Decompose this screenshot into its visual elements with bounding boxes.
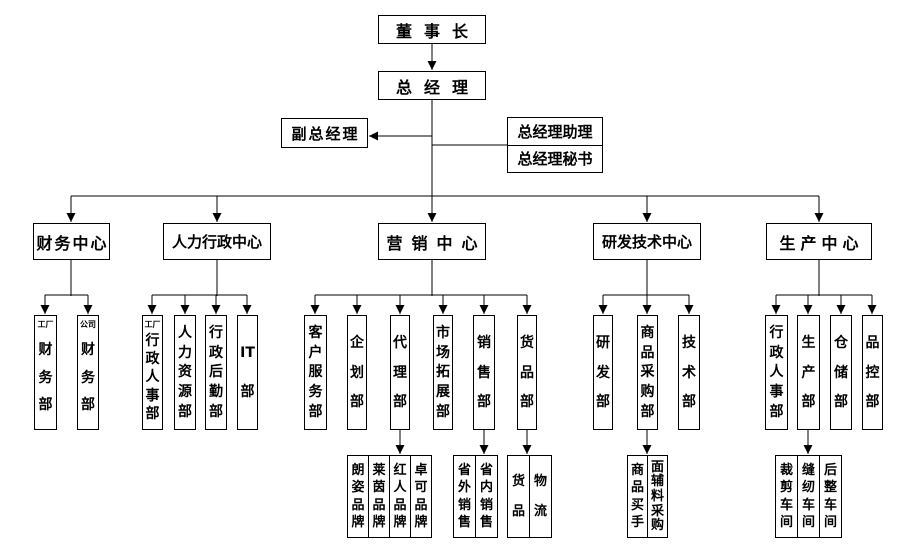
- unit-zhuoke-brand: 卓可品牌: [410, 455, 432, 538]
- dept-label: 行政人事部: [769, 324, 784, 421]
- gm-assistant-label: 总经理助理: [508, 118, 602, 146]
- unit-out-of-province-sales: 省外销售: [453, 455, 476, 538]
- dept-prefix: 公司: [80, 320, 96, 329]
- unit-label: 裁剪车间: [779, 462, 793, 531]
- dept-label: 技术部: [682, 334, 696, 411]
- dept-label: 销售部: [477, 334, 491, 411]
- unit-finishing-workshop: 后整车间: [819, 455, 842, 538]
- dept-quality-control: 品控部: [862, 315, 883, 430]
- dept-company-finance: 公司 财务部: [77, 315, 99, 430]
- deputy-gm-label: 副总经理: [291, 124, 360, 143]
- purchasing-subunit-group: 商品买手 面辅料采购: [627, 455, 668, 538]
- dept-prefix: 工厂: [37, 320, 54, 329]
- sales-subunit-group: 省外销售 省内销售: [453, 455, 498, 538]
- dept-admin-logistics: 行政后勤部: [205, 315, 227, 430]
- dept-market-expansion: 市场拓展部: [433, 315, 453, 430]
- dept-rnd: 研发部: [593, 315, 613, 430]
- dept-label: 货品部: [520, 334, 534, 411]
- unit-label: 省外销售: [457, 462, 471, 531]
- unit-label: 红人品牌: [393, 462, 407, 531]
- center-finance-box: 财务中心: [33, 223, 110, 260]
- dept-customer-service: 客户服务部: [304, 315, 327, 430]
- goods-subunit-group: 货品 物流: [507, 455, 552, 538]
- unit-label: 面辅料采购: [650, 459, 664, 534]
- dept-sales: 销售部: [473, 315, 495, 430]
- dept-human-resources: 人力资源部: [174, 315, 196, 430]
- center-hr-admin-box: 人力行政中心: [163, 223, 271, 260]
- brand-group: 朗姿品牌 莱茵品牌 红人品牌 卓可品牌: [347, 455, 432, 538]
- unit-label: 货品: [511, 474, 525, 519]
- deputy-gm-box: 副总经理: [281, 118, 368, 148]
- chairman-label: 董事长: [395, 21, 480, 41]
- unit-label: 省内销售: [479, 462, 493, 531]
- dept-production: 生产部: [797, 315, 820, 430]
- center-marketing-box: 营销中心: [378, 223, 486, 260]
- dept-factory-finance: 工厂 财务部: [34, 315, 57, 430]
- unit-goods: 货品: [507, 455, 530, 538]
- center-hr-admin-label: 人力行政中心: [171, 233, 262, 251]
- dept-label: 行政人事部: [145, 333, 160, 422]
- unit-merchandise-buyer: 商品买手: [627, 455, 648, 538]
- unit-label: 莱茵品牌: [372, 462, 386, 531]
- unit-sewing-workshop: 缝纫车间: [797, 455, 820, 538]
- dept-production-hr-admin: 行政人事部: [765, 315, 788, 430]
- dept-label: 仓储部: [834, 334, 848, 411]
- center-production-label: 生产中心: [779, 233, 864, 253]
- dept-factory-hr-admin: 工厂 行政人事部: [142, 315, 163, 430]
- dept-label: 生产部: [801, 334, 816, 411]
- dept-prefix: 工厂: [144, 320, 161, 329]
- dept-label: 商品采购部: [640, 324, 655, 421]
- unit-cutting-workshop: 裁剪车间: [775, 455, 798, 538]
- center-rnd-tech-box: 研发技术中心: [593, 223, 701, 260]
- dept-label: 研发部: [596, 334, 610, 411]
- unit-label: 物流: [533, 474, 547, 519]
- dept-label: 财务部: [38, 342, 53, 413]
- dept-merchandise-purchasing: 商品采购部: [637, 315, 658, 430]
- unit-label: 后整车间: [823, 462, 837, 531]
- dept-label: 代理部: [393, 334, 407, 411]
- dept-label: 人力资源部: [178, 324, 192, 421]
- unit-in-province-sales: 省内销售: [475, 455, 498, 538]
- gm-secretary-label: 总经理秘书: [517, 150, 593, 169]
- unit-label: 朗姿品牌: [351, 462, 365, 531]
- chairman-box: 董事长: [378, 15, 486, 44]
- center-finance-label: 财务中心: [36, 233, 109, 253]
- unit-langzi-brand: 朗姿品牌: [347, 455, 369, 538]
- dept-agency: 代理部: [390, 315, 410, 430]
- general-manager-box: 总经理: [378, 71, 486, 100]
- dept-planning: 企划部: [347, 315, 367, 430]
- dept-label: 行政后勤部: [209, 324, 223, 421]
- dept-warehouse: 仓储部: [830, 315, 852, 430]
- unit-hongren-brand: 红人品牌: [389, 455, 411, 538]
- dept-label: 客户服务部: [308, 324, 323, 421]
- center-production-box: 生产中心: [766, 223, 872, 260]
- dept-label: 品控部: [865, 334, 880, 411]
- unit-logistics: 物流: [529, 455, 552, 538]
- unit-label: 缝纫车间: [801, 462, 815, 531]
- dept-label: 财务部: [81, 342, 95, 413]
- unit-fabric-trim-purchasing: 面辅料采购: [647, 455, 668, 538]
- unit-laiyin-brand: 莱茵品牌: [368, 455, 390, 538]
- gm-staff-box: 总经理助理 总经理秘书: [507, 117, 603, 173]
- center-rnd-tech-label: 研发技术中心: [601, 233, 692, 251]
- unit-label: 卓可品牌: [414, 462, 428, 531]
- dept-technology: 技术部: [678, 315, 700, 430]
- center-marketing-label: 营销中心: [386, 233, 487, 253]
- dept-goods: 货品部: [517, 315, 537, 430]
- dept-label: 市场拓展部: [436, 324, 450, 421]
- unit-label: 商品买手: [630, 462, 644, 531]
- general-manager-label: 总经理: [395, 77, 480, 97]
- workshop-group: 裁剪车间 缝纫车间 后整车间: [775, 455, 842, 538]
- dept-label: 企划部: [350, 334, 364, 411]
